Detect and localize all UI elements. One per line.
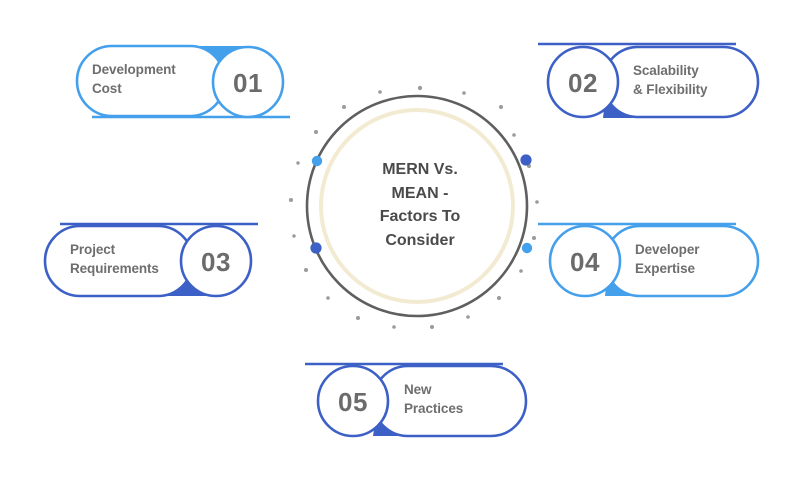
- node-left-bottom: [310, 242, 322, 254]
- card-03-number-circle[interactable]: [179, 224, 253, 298]
- card-04-label: Developer Expertise: [635, 242, 700, 277]
- hub-outer-ring: [305, 94, 529, 318]
- card-03-label: Project Requirements: [70, 242, 159, 277]
- card-developer-expertise[interactable]: [538, 222, 760, 298]
- node-left-top: [311, 155, 323, 167]
- card-project-requirements[interactable]: [43, 222, 258, 298]
- hub-inner-ring: [319, 108, 515, 304]
- card-01-label: Development Cost: [92, 62, 176, 97]
- card-02-number: 02: [568, 68, 598, 98]
- card-05-label: New Practices: [404, 382, 464, 417]
- card-04-number: 04: [570, 247, 600, 277]
- card-development-cost[interactable]: [75, 44, 290, 119]
- card-02-label: Scalability & Flexibility: [633, 63, 708, 98]
- node-right-top: [520, 154, 532, 166]
- card-01-number: 01: [233, 68, 263, 98]
- scatter-dot-ring: [289, 85, 539, 329]
- card-02-number-circle[interactable]: [546, 45, 620, 119]
- card-01-number-circle[interactable]: [211, 45, 285, 119]
- card-new-practices[interactable]: [305, 362, 528, 438]
- card-scalability-flexibility[interactable]: [538, 42, 760, 119]
- card-05-number: 05: [338, 387, 368, 417]
- card-03-number: 03: [201, 247, 231, 277]
- center-hub: [289, 85, 539, 329]
- card-05-number-circle[interactable]: [316, 364, 390, 438]
- center-title: MERN Vs. MEAN - Factors To Consider: [379, 161, 461, 249]
- card-04-number-circle[interactable]: [548, 224, 622, 298]
- node-right-bottom: [521, 242, 533, 254]
